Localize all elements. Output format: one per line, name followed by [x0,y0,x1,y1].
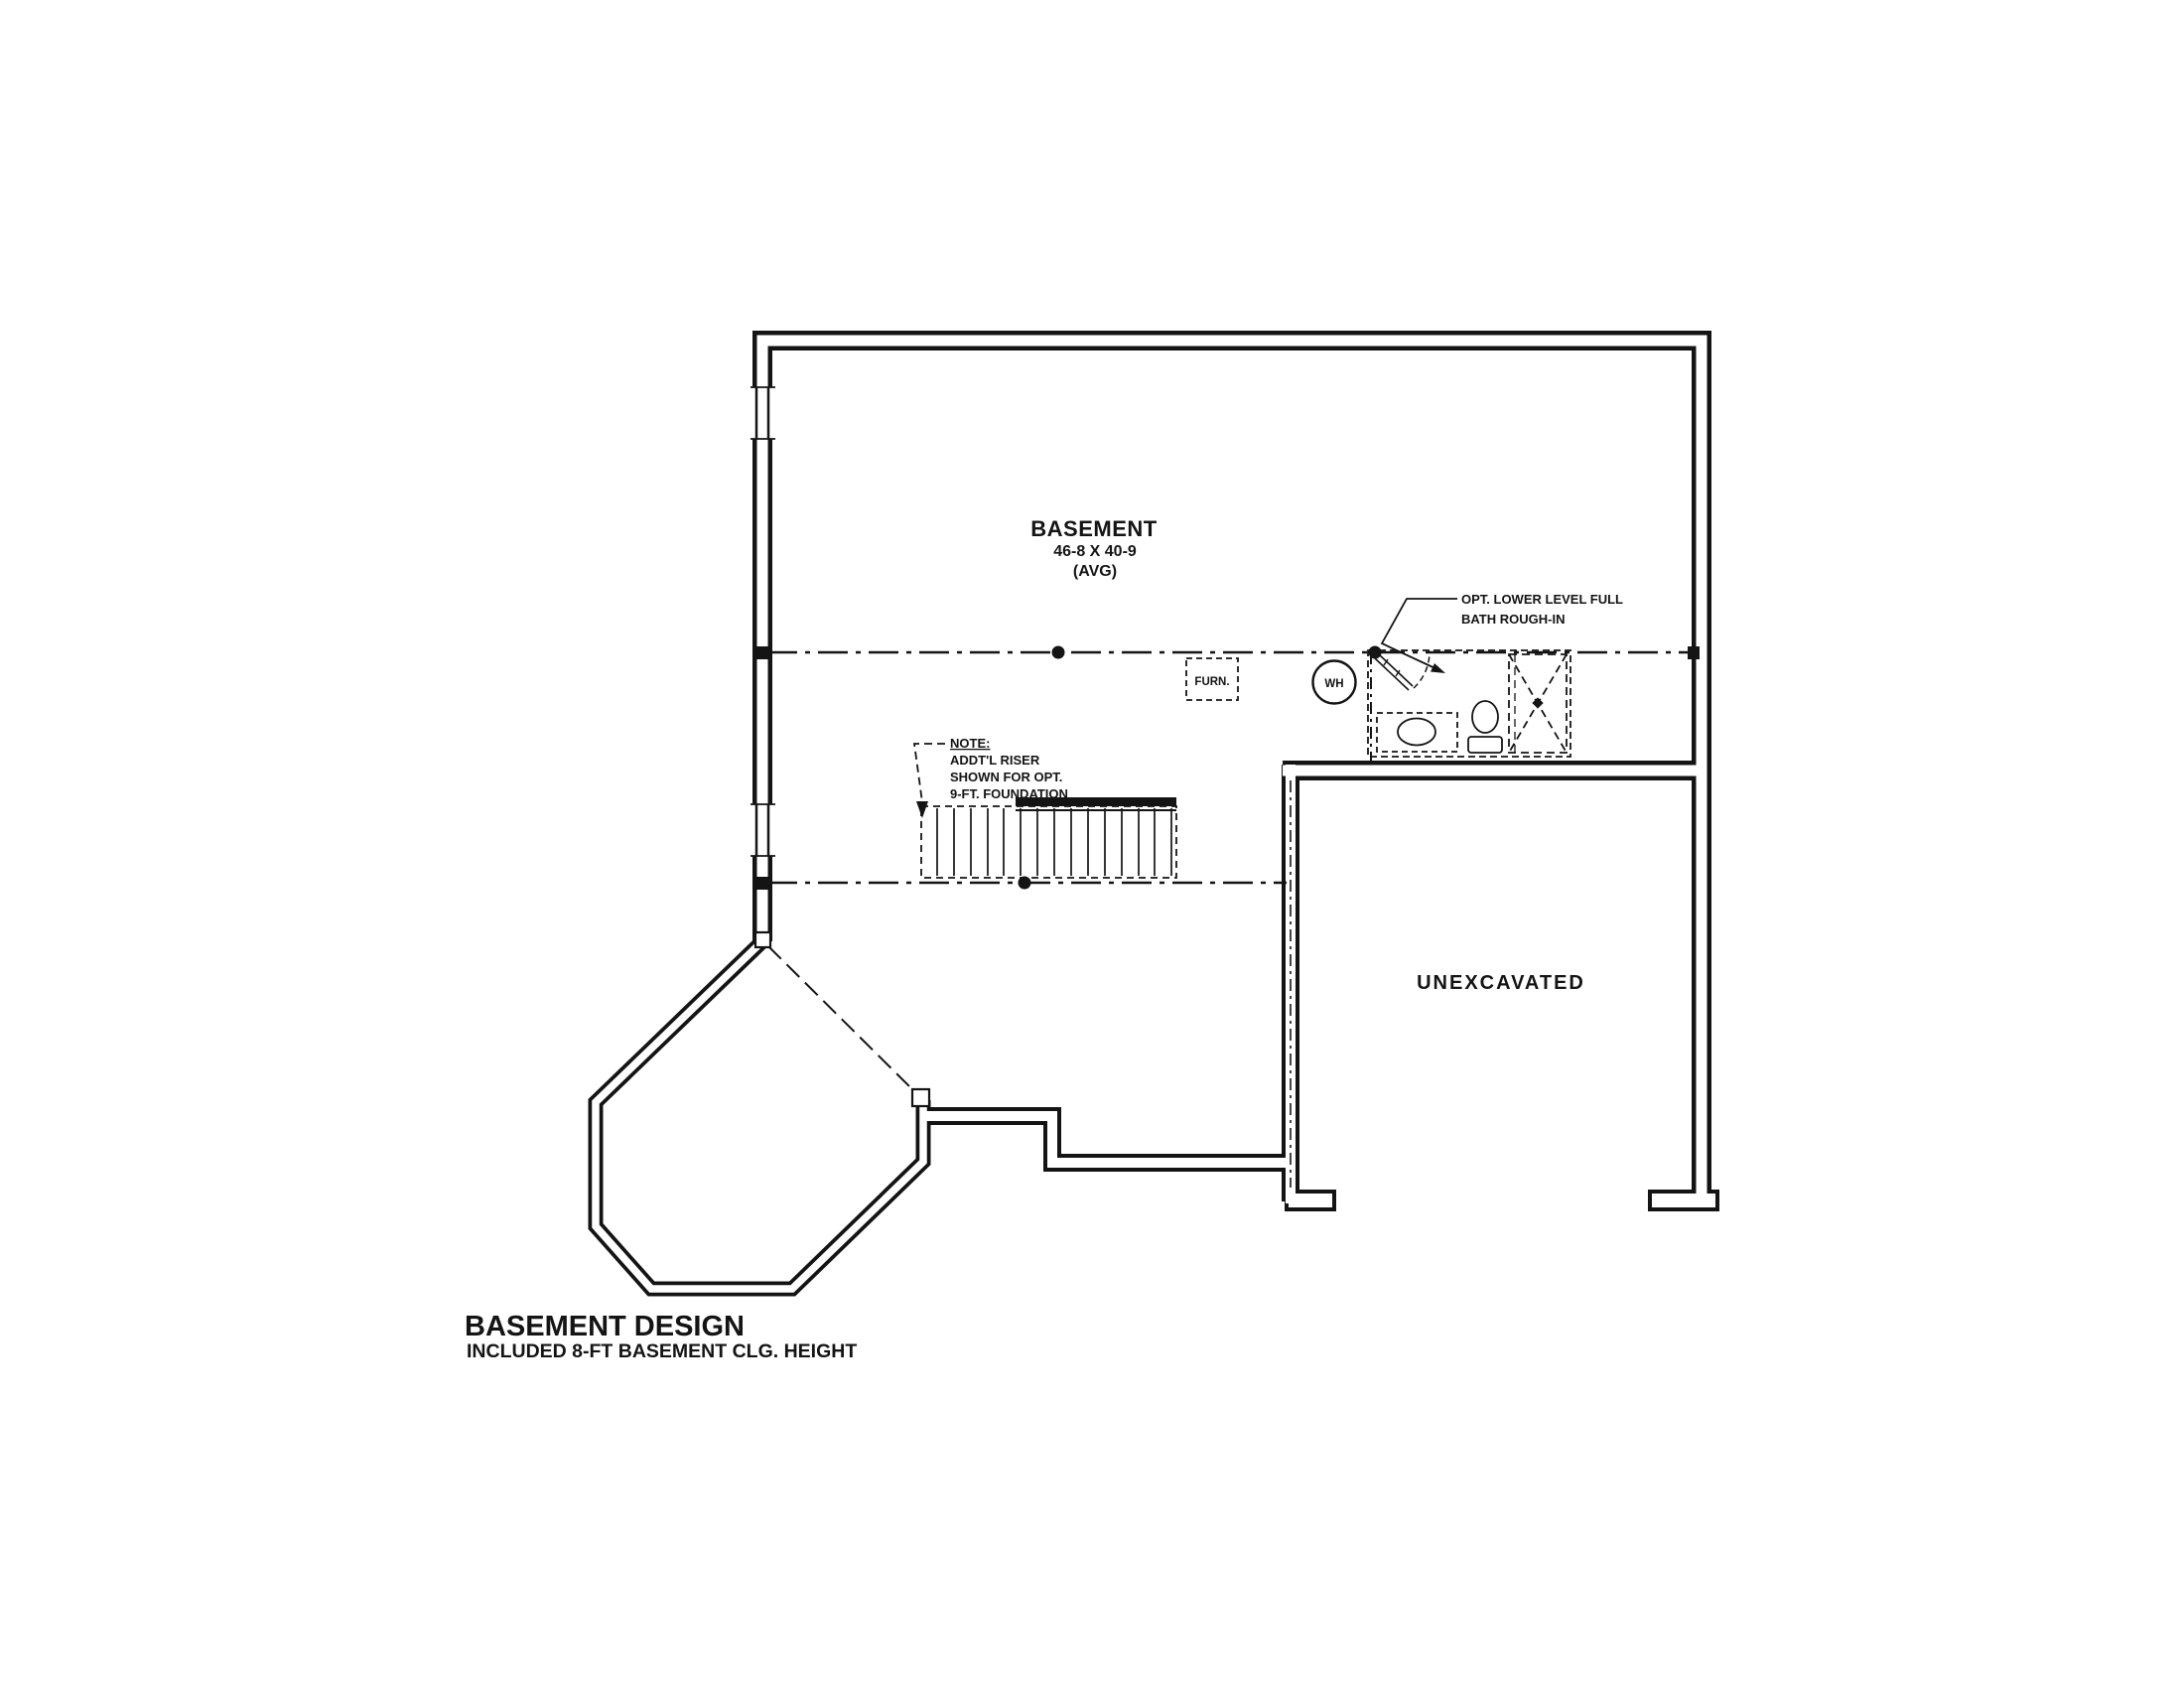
basement-window-upper [750,386,775,440]
stair-handrail [1016,797,1176,806]
bath-note-line2: BATH ROUGH-IN [1461,612,1565,627]
water-heater-circle: WH [1311,659,1357,705]
door-swing [1374,650,1431,691]
toilet-fixture [1467,700,1503,754]
staircase [920,797,1177,879]
plan-title: BASEMENT DESIGN [465,1311,745,1342]
unexcavated-label: UNEXCAVATED [1417,972,1585,994]
sink-fixture [1397,717,1436,747]
stair-annotation-text: NOTE: ADDT'L RISER SHOWN FOR OPT. 9-FT. … [950,736,1068,801]
beam-centerlines [767,650,1693,1188]
beam-posts [756,645,1700,890]
basement-window-lower [750,803,775,857]
basement-room-label: BASEMENT [1030,516,1158,541]
bath-note-line1: OPT. LOWER LEVEL FULL [1461,592,1623,607]
stair-note-leader [912,743,945,818]
furnace-label: FURN. [1194,676,1229,688]
water-heater-label: WH [1324,678,1343,690]
basement-dimensions: 46-8 X 40-9 [1053,543,1137,560]
leader-arrowhead [1431,663,1445,673]
stair-note-line2: SHOWN FOR OPT. [950,770,1062,784]
bath-rough-in [1367,649,1571,758]
vanity-fixture [1376,712,1458,753]
title-block: BASEMENT DESIGN INCLUDED 8-FT BASEMENT C… [465,1311,857,1362]
stair-note-heading: NOTE: [950,736,990,751]
leader-arrowhead [916,801,928,818]
plan-subtitle: INCLUDED 8-FT BASEMENT CLG. HEIGHT [467,1340,857,1362]
stair-note-line3: 9-FT. FOUNDATION [950,786,1068,801]
basement-dimension-qualifier: (AVG) [1073,563,1117,580]
shower-fixture [1508,653,1568,754]
bath-annotation-text: OPT. LOWER LEVEL FULL BATH ROUGH-IN [1461,592,1623,627]
footing-piers [1285,1190,1719,1211]
room-labels: BASEMENT 46-8 X 40-9 (AVG) UNEXCAVATED [1030,516,1585,994]
bay-opening-projection [753,930,931,1108]
furnace-box: FURN. [1185,657,1239,701]
bath-note-leader [1380,598,1457,673]
stair-note-line1: ADDT'L RISER [950,753,1040,768]
